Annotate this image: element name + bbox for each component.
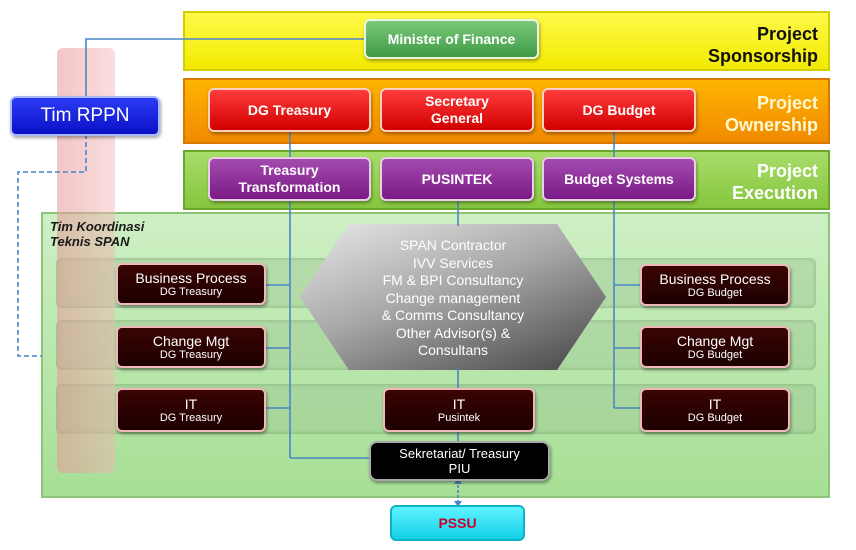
secretary-general-label-line-1: Secretary xyxy=(425,93,489,109)
arrow-up-icon xyxy=(454,478,462,484)
treasury-transformation-label-line-2: Transformation xyxy=(238,179,341,195)
coordination-team-title: Tim Koordinasi Teknis SPAN xyxy=(50,219,144,249)
piu-box: Sekretariat/ Treasury PIU xyxy=(369,441,550,481)
contractor-hexagon xyxy=(300,224,606,370)
pssu-label: PSSU xyxy=(438,515,477,531)
pusintek-box: PUSINTEK xyxy=(380,157,534,201)
business-process-dg-treasury-box: Business Process DG Treasury xyxy=(116,263,266,305)
dg-treasury-box: DG Treasury xyxy=(208,88,371,132)
sponsorship-title: Project Sponsorship xyxy=(708,23,818,67)
unit-sublabel: DG Treasury xyxy=(159,285,223,298)
minister-label: Minister of Finance xyxy=(387,31,516,47)
unit-label: Business Process xyxy=(135,269,247,286)
unit-label: IT xyxy=(184,395,198,412)
it-dg-budget-box: IT DG Budget xyxy=(640,388,790,432)
contractor-hexagon-text: SPAN Contractor IVV Services FM & BPI Co… xyxy=(320,237,586,360)
connector-rppn-coordination xyxy=(17,134,87,357)
minister-of-finance-box: Minister of Finance xyxy=(364,19,539,59)
hexagon-line-2: IVV Services xyxy=(412,254,494,271)
pssu-box: PSSU xyxy=(390,505,525,541)
unit-label: Business Process xyxy=(659,270,771,287)
treasury-transformation-label-line-1: Treasury xyxy=(260,162,319,178)
budget-systems-box: Budget Systems xyxy=(542,157,696,201)
it-pusintek-box: IT Pusintek xyxy=(383,388,535,432)
unit-sublabel: DG Treasury xyxy=(159,348,223,361)
ownership-title-line-1: Project xyxy=(756,93,818,113)
sponsorship-title-line-1: Project xyxy=(756,24,818,44)
secretary-general-box: Secretary General xyxy=(380,88,534,132)
unit-label: IT xyxy=(452,395,466,412)
connector-minister-rppn xyxy=(85,38,364,96)
coordination-title-line-1: Tim Koordinasi xyxy=(50,219,145,234)
ownership-title-line-2: Ownership xyxy=(724,115,818,135)
hexagon-line-6: Other Advisor(s) & xyxy=(395,324,511,341)
unit-sublabel: Pusintek xyxy=(437,411,481,424)
change-mgt-dg-treasury-box: Change Mgt DG Treasury xyxy=(116,326,266,368)
hexagon-line-5: & Comms Consultancy xyxy=(381,307,525,323)
execution-title-line-2: Execution xyxy=(731,183,818,203)
execution-title-line-1: Project xyxy=(756,161,818,181)
it-dg-treasury-box: IT DG Treasury xyxy=(116,388,266,432)
unit-sublabel: DG Budget xyxy=(687,411,743,424)
treasury-transformation-box: Treasury Transformation xyxy=(208,157,371,201)
dg-budget-label: DG Budget xyxy=(582,101,656,118)
budget-systems-label: Budget Systems xyxy=(564,170,674,187)
dg-treasury-label: DG Treasury xyxy=(247,101,332,118)
unit-sublabel: DG Treasury xyxy=(159,411,223,424)
pusintek-label: PUSINTEK xyxy=(421,170,493,187)
dg-budget-box: DG Budget xyxy=(542,88,696,132)
unit-label: IT xyxy=(708,395,722,412)
unit-sublabel: DG Budget xyxy=(687,348,743,361)
coordination-title-line-2: Teknis SPAN xyxy=(50,234,130,249)
unit-label: Change Mgt xyxy=(676,332,754,349)
ownership-title: Project Ownership xyxy=(725,92,818,136)
tim-rppn-label: Tim RPPN xyxy=(40,105,130,126)
execution-title: Project Execution xyxy=(732,160,818,204)
piu-label-line-2: PIU xyxy=(448,461,471,476)
secretary-general-label-line-2: General xyxy=(430,110,484,126)
sponsorship-title-line-2: Sponsorship xyxy=(707,46,818,66)
tim-rppn-box: Tim RPPN xyxy=(10,96,160,136)
hexagon-line-4: Change management xyxy=(385,289,521,306)
change-mgt-dg-budget-box: Change Mgt DG Budget xyxy=(640,326,790,368)
unit-sublabel: DG Budget xyxy=(687,286,743,299)
hexagon-line-3: FM & BPI Consultancy xyxy=(382,272,524,288)
hexagon-line-7: Consultans xyxy=(417,342,489,358)
arrow-down-icon xyxy=(454,501,462,507)
business-process-dg-budget-box: Business Process DG Budget xyxy=(640,264,790,306)
piu-label-line-1: Sekretariat/ Treasury xyxy=(399,446,520,461)
hexagon-line-1: SPAN Contractor xyxy=(399,237,507,253)
unit-label: Change Mgt xyxy=(152,332,230,349)
